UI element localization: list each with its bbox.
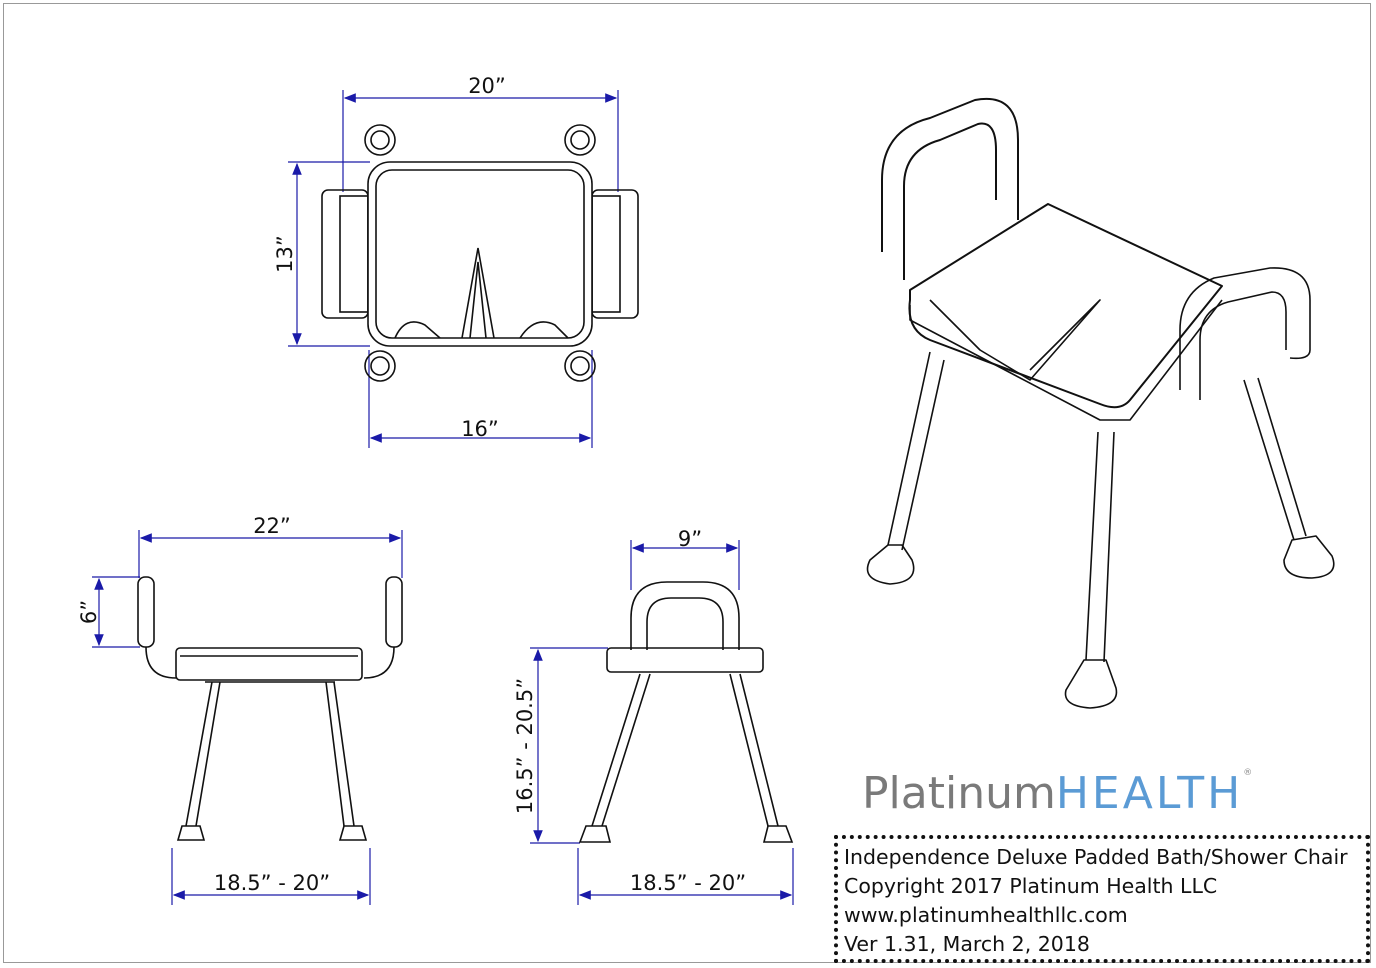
website: www.platinumhealthllc.com: [844, 903, 1128, 927]
isometric-view: [866, 97, 1335, 709]
side-view: [530, 540, 794, 905]
logo-text-health: HEALTH: [1055, 768, 1244, 819]
front-view: [92, 530, 403, 905]
top-view: [288, 90, 639, 448]
logo-text-platinum: Platinum: [862, 768, 1056, 819]
dim-arm-height: 6”: [77, 600, 101, 624]
dim-seat-width: 16”: [461, 417, 499, 441]
product-name: Independence Deluxe Padded Bath/Shower C…: [844, 845, 1348, 869]
drawing-frame: [3, 3, 1371, 963]
dim-seat-height: 16.5” - 20.5”: [513, 678, 537, 814]
registered-mark: ®: [1243, 768, 1253, 778]
platinum-health-logo: PlatinumHEALTH®: [862, 768, 1252, 819]
dim-overall-width: 22”: [253, 514, 291, 538]
dim-front-leg-span: 18.5” - 20”: [214, 871, 330, 895]
copyright: Copyright 2017 Platinum Health LLC: [844, 874, 1218, 898]
dim-depth: 13”: [273, 235, 297, 273]
dim-side-leg-span: 18.5” - 20”: [630, 871, 746, 895]
title-block: Independence Deluxe Padded Bath/Shower C…: [834, 835, 1370, 963]
version: Ver 1.31, March 2, 2018: [844, 932, 1090, 956]
dim-back-width: 9”: [678, 527, 702, 551]
dim-top-width: 20”: [468, 74, 506, 98]
